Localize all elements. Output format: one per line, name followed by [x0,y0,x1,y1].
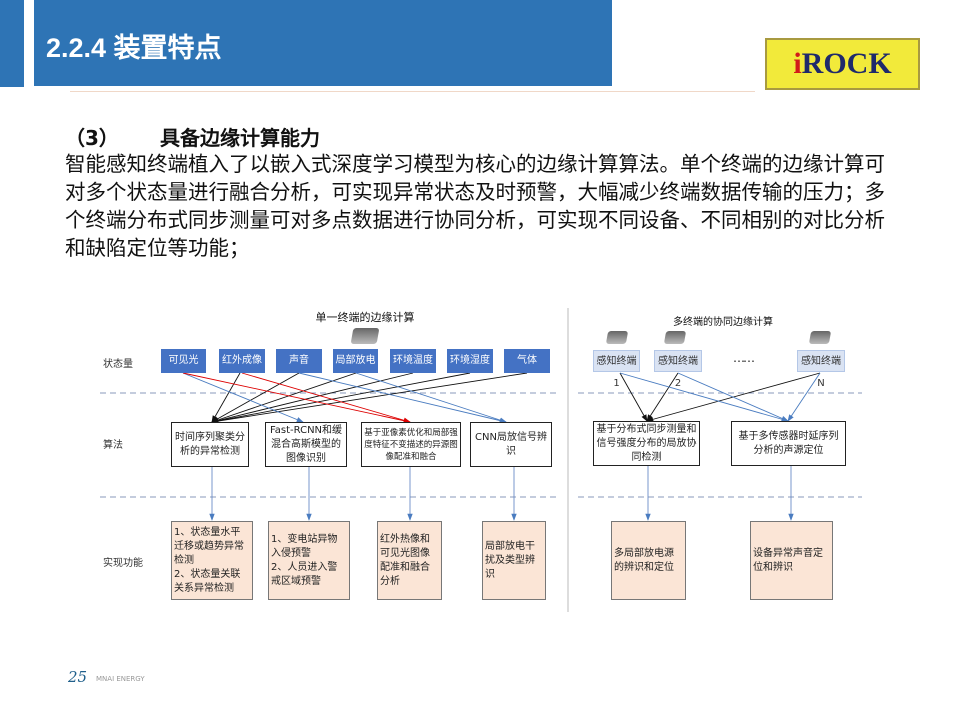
function-box: 红外热像和可见光图像配准和融合分析 [377,521,442,600]
ellipsis: …… [733,351,755,365]
sensor-camera-icon [605,331,629,344]
state-box: 气体 [504,349,550,373]
multi-terminal-title: 多终端的协同边缘计算 [673,317,773,328]
row-label-algorithms: 算法 [103,440,123,451]
state-box: 环境温度 [390,349,436,373]
function-box: 设备异常声音定位和辨识 [750,521,833,600]
heading-text: 具备边缘计算能力 [160,126,320,150]
algorithm-box: 基于亚像素优化和局部强度特征不变描述的异源图像配准和融合 [361,422,461,467]
footer-brand: MNAI ENERGY [96,675,145,683]
algorithm-box: 时间序列聚类分析的异常检测 [171,422,249,467]
sensor-camera-icon [808,331,832,344]
state-box: 可见光 [161,349,206,373]
function-box: 多局部放电源的辨识和定位 [611,521,686,600]
row-label-states: 状态量 [103,359,133,370]
section-heading: （3） 具备边缘计算能力 [65,122,320,151]
state-box: 声音 [276,349,322,373]
algorithm-box: Fast-RCNN和缓混合高斯模型的图像识别 [265,422,347,467]
terminal-box: 感知终端2 [654,350,702,389]
sensor-camera-icon [350,328,380,344]
algorithm-box: 基于多传感器时延序列分析的声源定位 [731,421,846,466]
terminal-box: 感知终端1 [593,350,640,389]
heading-number: （3） [65,126,119,150]
description-paragraph: 智能感知终端植入了以嵌入式深度学习模型为核心的边缘计算算法。单个终端的边缘计算可… [65,152,885,260]
page-title: 2.2.4 装置特点 [46,33,222,63]
algorithm-box: 基于分布式同步测量和信号强度分布的局放协同检测 [593,421,700,466]
function-box: 1、状态量水平迁移或趋势异常检测 2、状态量关联关系异常检测 [171,521,253,600]
state-box: 环境湿度 [447,349,493,373]
function-box: 1、变电站异物入侵预警 2、人员进入警戒区域预警 [268,521,350,600]
irock-logo: iROCK [765,38,920,90]
single-terminal-title: 单一终端的边缘计算 [315,311,415,324]
state-box: 红外成像 [219,349,265,373]
left-accent-bar [0,0,24,87]
algorithm-box: CNN局放信号辨识 [470,422,552,467]
terminal-box: 感知终端N [797,350,845,389]
divider [70,91,755,92]
row-label-functions: 实现功能 [103,558,143,569]
sensor-camera-icon [663,331,687,344]
state-box: 局部放电 [333,349,378,373]
title-banner [34,0,612,86]
function-box: 局部放电干扰及类型辨识 [482,521,546,600]
page-number: 25 [68,668,88,686]
